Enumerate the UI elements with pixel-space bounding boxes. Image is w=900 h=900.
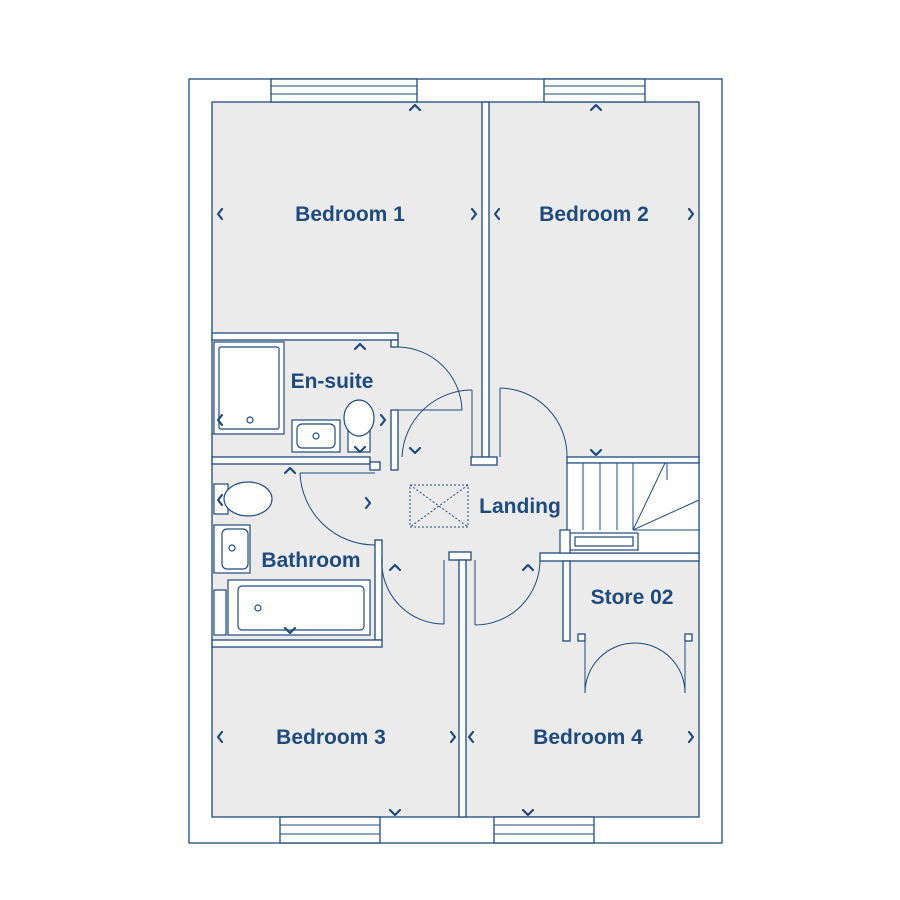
door-swing-icon [299, 346, 686, 694]
room-label-store: Store 02 [591, 586, 674, 609]
room-label-bathroom: Bathroom [261, 549, 360, 572]
window-icon [543, 78, 646, 103]
room-label-landing: Landing [479, 495, 561, 518]
window-icon [270, 78, 418, 103]
toilet-icon [213, 481, 273, 517]
interior-walls [211, 101, 700, 818]
room-label-en-suite: En-suite [291, 370, 374, 393]
room-label-bedroom-3: Bedroom 3 [276, 726, 386, 749]
window-icon [279, 816, 381, 844]
loft-hatch-icon [409, 484, 469, 528]
dimension-arrow-icon [216, 103, 695, 817]
room-label-bedroom-1: Bedroom 1 [295, 203, 405, 226]
shower-icon [213, 341, 285, 435]
basin-icon [213, 524, 251, 574]
staircase-icon [559, 462, 700, 554]
window-icon [493, 816, 595, 844]
room-label-bedroom-4: Bedroom 4 [533, 726, 643, 749]
basin-icon [291, 419, 341, 453]
toilet-icon [343, 399, 375, 453]
room-label-bedroom-2: Bedroom 2 [539, 203, 649, 226]
bath-icon [227, 579, 371, 636]
